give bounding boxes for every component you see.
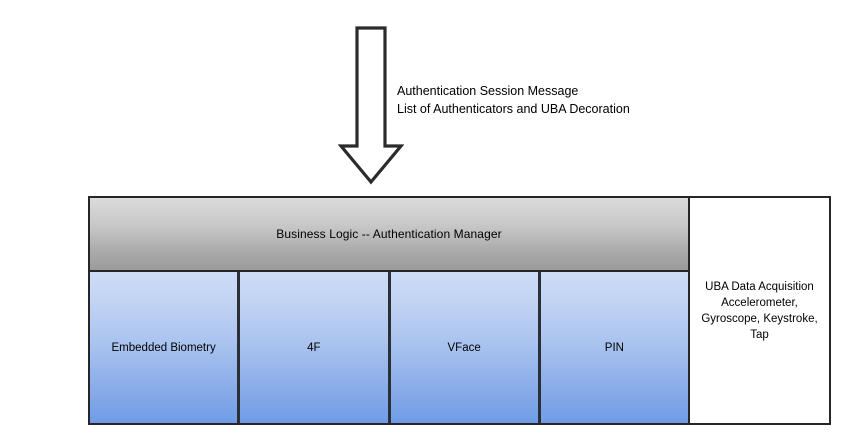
authenticator-embedded-biometry: Embedded Biometry (90, 272, 241, 423)
uba-data-acquisition-panel: UBA Data Acquisition Accelerometer, Gyro… (690, 198, 829, 423)
authenticator-row: Embedded Biometry 4F VFace PIN (90, 272, 688, 423)
authenticator-label: PIN (604, 341, 624, 354)
authenticator-label: Embedded Biometry (111, 341, 216, 354)
business-logic-title: Business Logic -- Authentication Manager (276, 227, 502, 241)
authenticator-pin: PIN (540, 272, 688, 423)
business-logic-bar: Business Logic -- Authentication Manager (90, 198, 688, 272)
authenticator-label: VFace (447, 341, 481, 354)
authentication-stack: Business Logic -- Authentication Manager… (90, 198, 690, 423)
authenticator-4f: 4F (240, 272, 391, 423)
uba-line-4: Tap (750, 328, 769, 341)
arrow-annotation-line-2: List of Authenticators and UBA Decoratio… (397, 102, 630, 116)
uba-line-1: UBA Data Acquisition (705, 280, 814, 293)
uba-line-2: Accelerometer, (721, 296, 798, 309)
arrow-annotation-line-1: Authentication Session Message (397, 84, 579, 98)
arrow-annotation-label: Authentication Session Message List of A… (397, 82, 630, 118)
down-arrow-icon (338, 26, 404, 185)
uba-line-3: Gyroscope, Keystroke, (701, 312, 818, 325)
uba-panel-text: UBA Data Acquisition Accelerometer, Gyro… (701, 279, 817, 343)
authenticator-label: 4F (307, 341, 321, 354)
authenticator-vface: VFace (390, 272, 541, 423)
system-architecture-container: Business Logic -- Authentication Manager… (88, 196, 831, 425)
